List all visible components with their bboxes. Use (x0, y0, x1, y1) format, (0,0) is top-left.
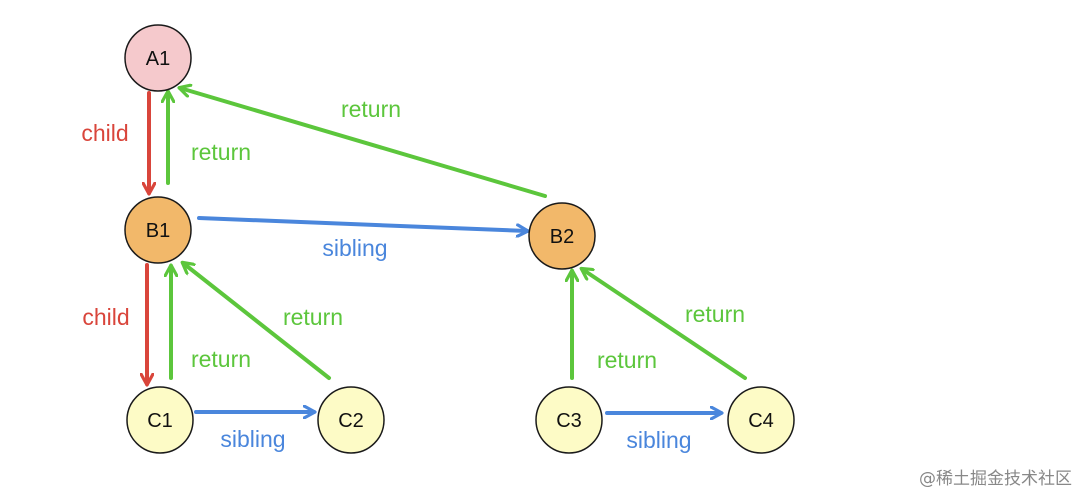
node-label-a1: A1 (146, 48, 170, 70)
edge-label-b1-child-c1: child (82, 304, 129, 330)
edge-label-c1-sibling-c2: sibling (220, 426, 285, 452)
node-label-c4: C4 (748, 410, 774, 432)
node-c4: C4 (727, 386, 795, 454)
node-c2: C2 (317, 386, 385, 454)
node-label-b1: B1 (146, 220, 170, 242)
edge-label-c4-return-b2: return (685, 301, 745, 327)
edge-label-b1-return-a1: return (191, 139, 251, 165)
edge-c4-return-b2 (582, 269, 747, 380)
node-b2: B2 (528, 202, 596, 270)
edge-c2-return-b1 (183, 263, 331, 380)
node-circle-b1 (124, 196, 192, 264)
node-label-c3: C3 (556, 410, 582, 432)
edge-label-c1-return-b1: return (191, 346, 251, 372)
node-b1: B1 (124, 196, 192, 264)
node-a1: A1 (124, 24, 192, 92)
watermark-text: @稀土掘金技术社区 (919, 469, 1072, 489)
node-circle-a1 (124, 24, 192, 92)
edge-label-c3-sibling-c4: sibling (626, 427, 691, 453)
edge-label-b2-return-a1: return (341, 96, 401, 122)
node-label-c2: C2 (338, 410, 364, 432)
edge-label-b1-sibling-b2: sibling (322, 235, 387, 261)
node-c1: C1 (126, 386, 194, 454)
edge-b2-return-a1 (180, 88, 547, 198)
node-label-c1: C1 (147, 410, 173, 432)
edge-label-a1-child-b1: child (81, 120, 128, 146)
node-circle-c3 (535, 386, 603, 454)
node-c3: C3 (535, 386, 603, 454)
edge-labels-layer: child return return sibling child return retur… (81, 96, 745, 453)
edge-b1-sibling-b2 (197, 216, 527, 231)
node-circle-b2 (528, 202, 596, 270)
node-circle-c1 (126, 386, 194, 454)
node-circle-c4 (727, 386, 795, 454)
edge-label-c2-return-b1: return (283, 304, 343, 330)
edges-layer (147, 88, 747, 413)
edge-label-c3-return-b2: return (597, 347, 657, 373)
node-circle-c2 (317, 386, 385, 454)
node-label-b2: B2 (550, 226, 574, 248)
